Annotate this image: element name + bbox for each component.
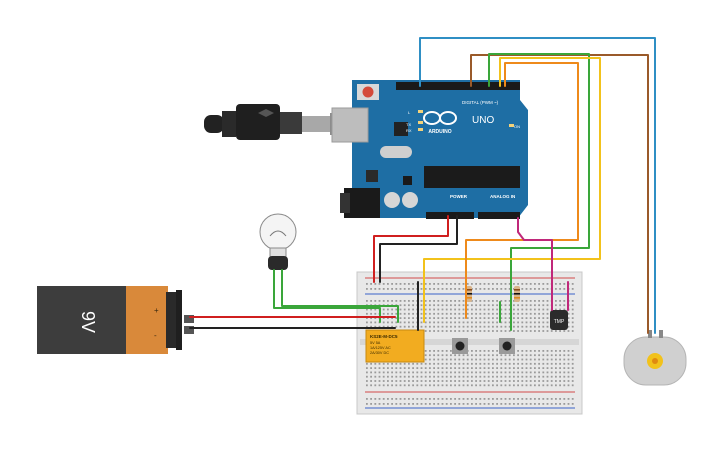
push-button-icon[interactable] [452,338,468,354]
battery-voltage: 9V [78,311,98,333]
motor-icon[interactable] [623,330,687,386]
arduino-logo-icon [423,111,457,125]
led-label-l: L [408,110,411,115]
on-label: ON [514,124,520,129]
led-label-rx: RX [406,128,412,133]
wire-black-gnd [379,215,458,283]
battery-icon[interactable]: 9V + - [37,286,194,354]
wires [189,37,656,334]
wire-red-5v [373,215,449,283]
wire-green-bulb-2 [281,269,399,323]
relay-icon[interactable]: KS2E-M-DC5 5V 5A 1A/125V AC 2A/30V DC [365,329,425,363]
relay-part: KS2E-M-DC5 [370,334,398,339]
wire-blue [419,37,656,334]
resistor-icon[interactable] [466,286,472,302]
power-label: POWER [450,194,468,199]
arduino-board[interactable]: ARDUINO UNO DIGITAL (PWM ~) POWER ANALOG… [331,80,528,219]
relay-line3: 2A/30V DC [370,351,389,355]
sensor-label: TMP [554,319,565,325]
relay-line1: 5V 5A [370,341,381,345]
digital-label: DIGITAL (PWM ~) [462,100,499,105]
wire-green-1 [488,53,590,331]
resistor-icon[interactable] [514,286,520,302]
usb-cable-icon [204,104,336,140]
board-brand: ARDUINO [428,129,451,135]
led-label-tx: TX [406,122,411,127]
battery-plus: + [154,306,159,315]
board-model: UNO [472,115,494,126]
light-bulb-icon[interactable] [259,213,297,270]
wire-green-bulb [273,269,381,323]
battery-minus: - [154,331,157,340]
wire-yellow [423,57,601,323]
analog-label: ANALOG IN [490,194,515,199]
wire-magenta [517,217,553,311]
push-button-icon[interactable] [499,338,515,354]
wire-orange [465,62,579,319]
temperature-sensor-icon[interactable]: TMP [550,310,568,330]
relay-line2: 1A/125V AC [370,346,391,350]
